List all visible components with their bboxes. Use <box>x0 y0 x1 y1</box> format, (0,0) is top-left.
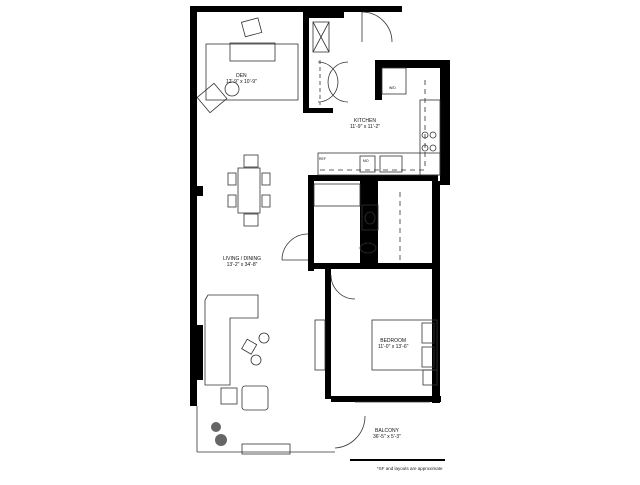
refrigerator-tag: REF <box>319 157 326 161</box>
room-label-balcony: BALCONY 36'-5" x 5'-3" <box>373 428 401 440</box>
room-label-kitchen: KITCHEN 11'-9" x 11'-2" <box>350 118 381 130</box>
interior-lines <box>196 11 445 461</box>
room-label-den: DEN 12'-9" x 10'-9" <box>226 73 257 85</box>
room-label-living-dining: LIVING / DINING 13'-2" x 34'-8" <box>223 256 262 268</box>
washer-dryer-tag: W/D <box>389 86 396 90</box>
room-label-bedroom: BEDROOM 11'-0" x 13'-6" <box>378 338 409 350</box>
microwave-tag: MO <box>363 159 369 163</box>
exterior-walls <box>190 6 450 406</box>
plants <box>211 422 227 446</box>
footnote: *SF and layouts are approximate <box>377 466 443 471</box>
